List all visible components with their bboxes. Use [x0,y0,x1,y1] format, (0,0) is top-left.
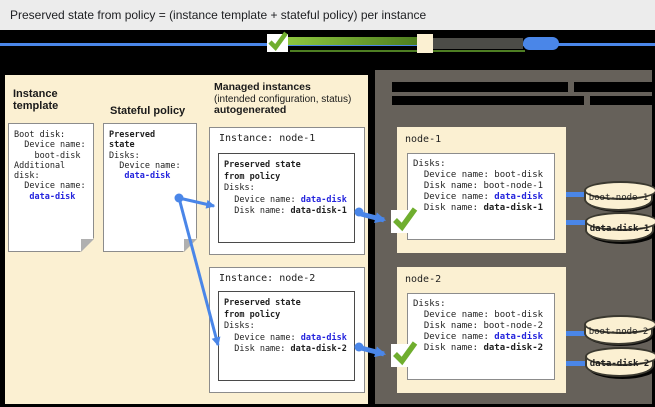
legend-checkmark-icon [267,31,288,52]
managed-instances-title: Managed instances [214,81,311,93]
legend-cream-swatch [417,34,433,53]
managed-instances-autogenerated: autogenerated [214,104,287,116]
disk-name-line: Disk name: data-disk-2 [224,344,347,354]
disk-cylinder-boot-node-1: boot-node-1 [584,181,655,211]
boot-device-line: Device name: boot-disk [413,310,544,320]
preserved-state-box-node-1: Preserved state from policy Disks: Devic… [218,153,355,243]
preserved-state-heading2: state [109,140,135,151]
boot-disk-heading: Boot disk: [14,130,66,140]
device-name-label: Device name: [109,160,181,171]
disks-heading: Disks: [413,159,446,169]
vm-node-1-disks-box: Disks: Device name: boot-disk Disk name:… [407,153,555,240]
data-disk-line: Disk name: data-disk-2 [413,343,544,353]
legend-blue-arrow [523,37,559,50]
additional-disk-heading2: disk: [14,171,40,182]
preserved-state-heading: Preserved [109,130,156,140]
page-title: Preserved state from policy = (instance … [10,8,427,22]
boot-disk-line: Disk name: boot-node-2 [413,321,544,331]
redacted-text-bar [590,96,652,105]
preserved-state-heading2: from policy [224,309,281,320]
device-name-value: boot-disk [14,150,81,161]
title-bar: Preserved state from policy = (instance … [0,0,655,30]
instance-title: Instance: node-2 [219,273,316,284]
disks-heading: Disks: [224,321,255,331]
instance-template-doc: Boot disk: Device name: boot-disk Additi… [8,123,94,252]
disk-connector [566,331,585,336]
disk-cylinder-data-disk-1: data-disk-1 [585,212,655,242]
disks-heading: Disks: [109,150,140,161]
additional-disk-heading: Additional [14,160,66,171]
disk-cylinder-boot-node-2: boot-node-2 [584,315,655,345]
legend-green-underline [290,50,525,52]
disk-cylinder-data-disk-2: data-disk-2 [585,347,655,377]
instance-title: Instance: node-1 [219,133,316,144]
redacted-text-bar [392,82,568,92]
legend-gray-bar [433,38,523,49]
boot-device-line: Device name: boot-disk [413,170,544,180]
preserved-state-heading2: from policy [224,171,281,182]
device-name-label: Device name: [14,181,86,192]
managed-instances-subtitle: (intended configuration, status) [214,93,352,105]
disk-name-line: Disk name: data-disk-1 [224,206,347,216]
device-name-line: Device name: data-disk [224,194,347,205]
disk-connector [566,220,585,225]
disks-heading: Disks: [413,299,446,309]
data-device-line: Device name: data-disk [413,332,544,342]
stateful-policy-label: Stateful policy [110,105,186,117]
preserved-state-box-node-2: Preserved state from policy Disks: Devic… [218,291,355,381]
redacted-text-bar [392,96,584,105]
vm-node-1-box: node-1 Disks: Device name: boot-disk Dis… [397,127,566,253]
match-checkmark-node-1-icon [391,207,418,233]
managed-instances-header: Managed instances (intended configuratio… [214,81,366,117]
vm-node-name: node-2 [405,274,442,285]
device-name-value: data-disk [109,171,171,182]
instance-template-label: Instance template [13,88,59,112]
boot-disk-line: Disk name: boot-node-1 [413,181,544,191]
disk-label: boot-node-1 [588,193,649,203]
device-name-label: Device name: [14,140,86,151]
legend-green-arrow [288,37,418,45]
disks-heading: Disks: [224,183,255,193]
vm-node-2-box: node-2 Disks: Device name: boot-disk Dis… [397,267,566,393]
disk-label: data-disk-1 [589,224,650,234]
data-device-line: Device name: data-disk [413,192,544,202]
data-disk-line: Disk name: data-disk-1 [413,203,544,213]
disk-connector [566,361,585,366]
disk-label: boot-node-2 [588,327,649,337]
device-name-line: Device name: data-disk [224,332,347,343]
redacted-text-bar [574,82,652,92]
preserved-state-heading: Preserved state [224,298,301,308]
match-checkmark-node-2-icon [391,341,418,367]
preserved-state-heading: Preserved state [224,160,301,170]
vm-node-2-disks-box: Disks: Device name: boot-disk Disk name:… [407,293,555,380]
disk-label: data-disk-2 [589,359,650,369]
vm-node-name: node-1 [405,134,442,145]
device-name-value: data-disk [14,191,76,202]
disk-connector [566,192,585,197]
stateful-policy-doc: Preserved state Disks: Device name: data… [103,123,197,252]
